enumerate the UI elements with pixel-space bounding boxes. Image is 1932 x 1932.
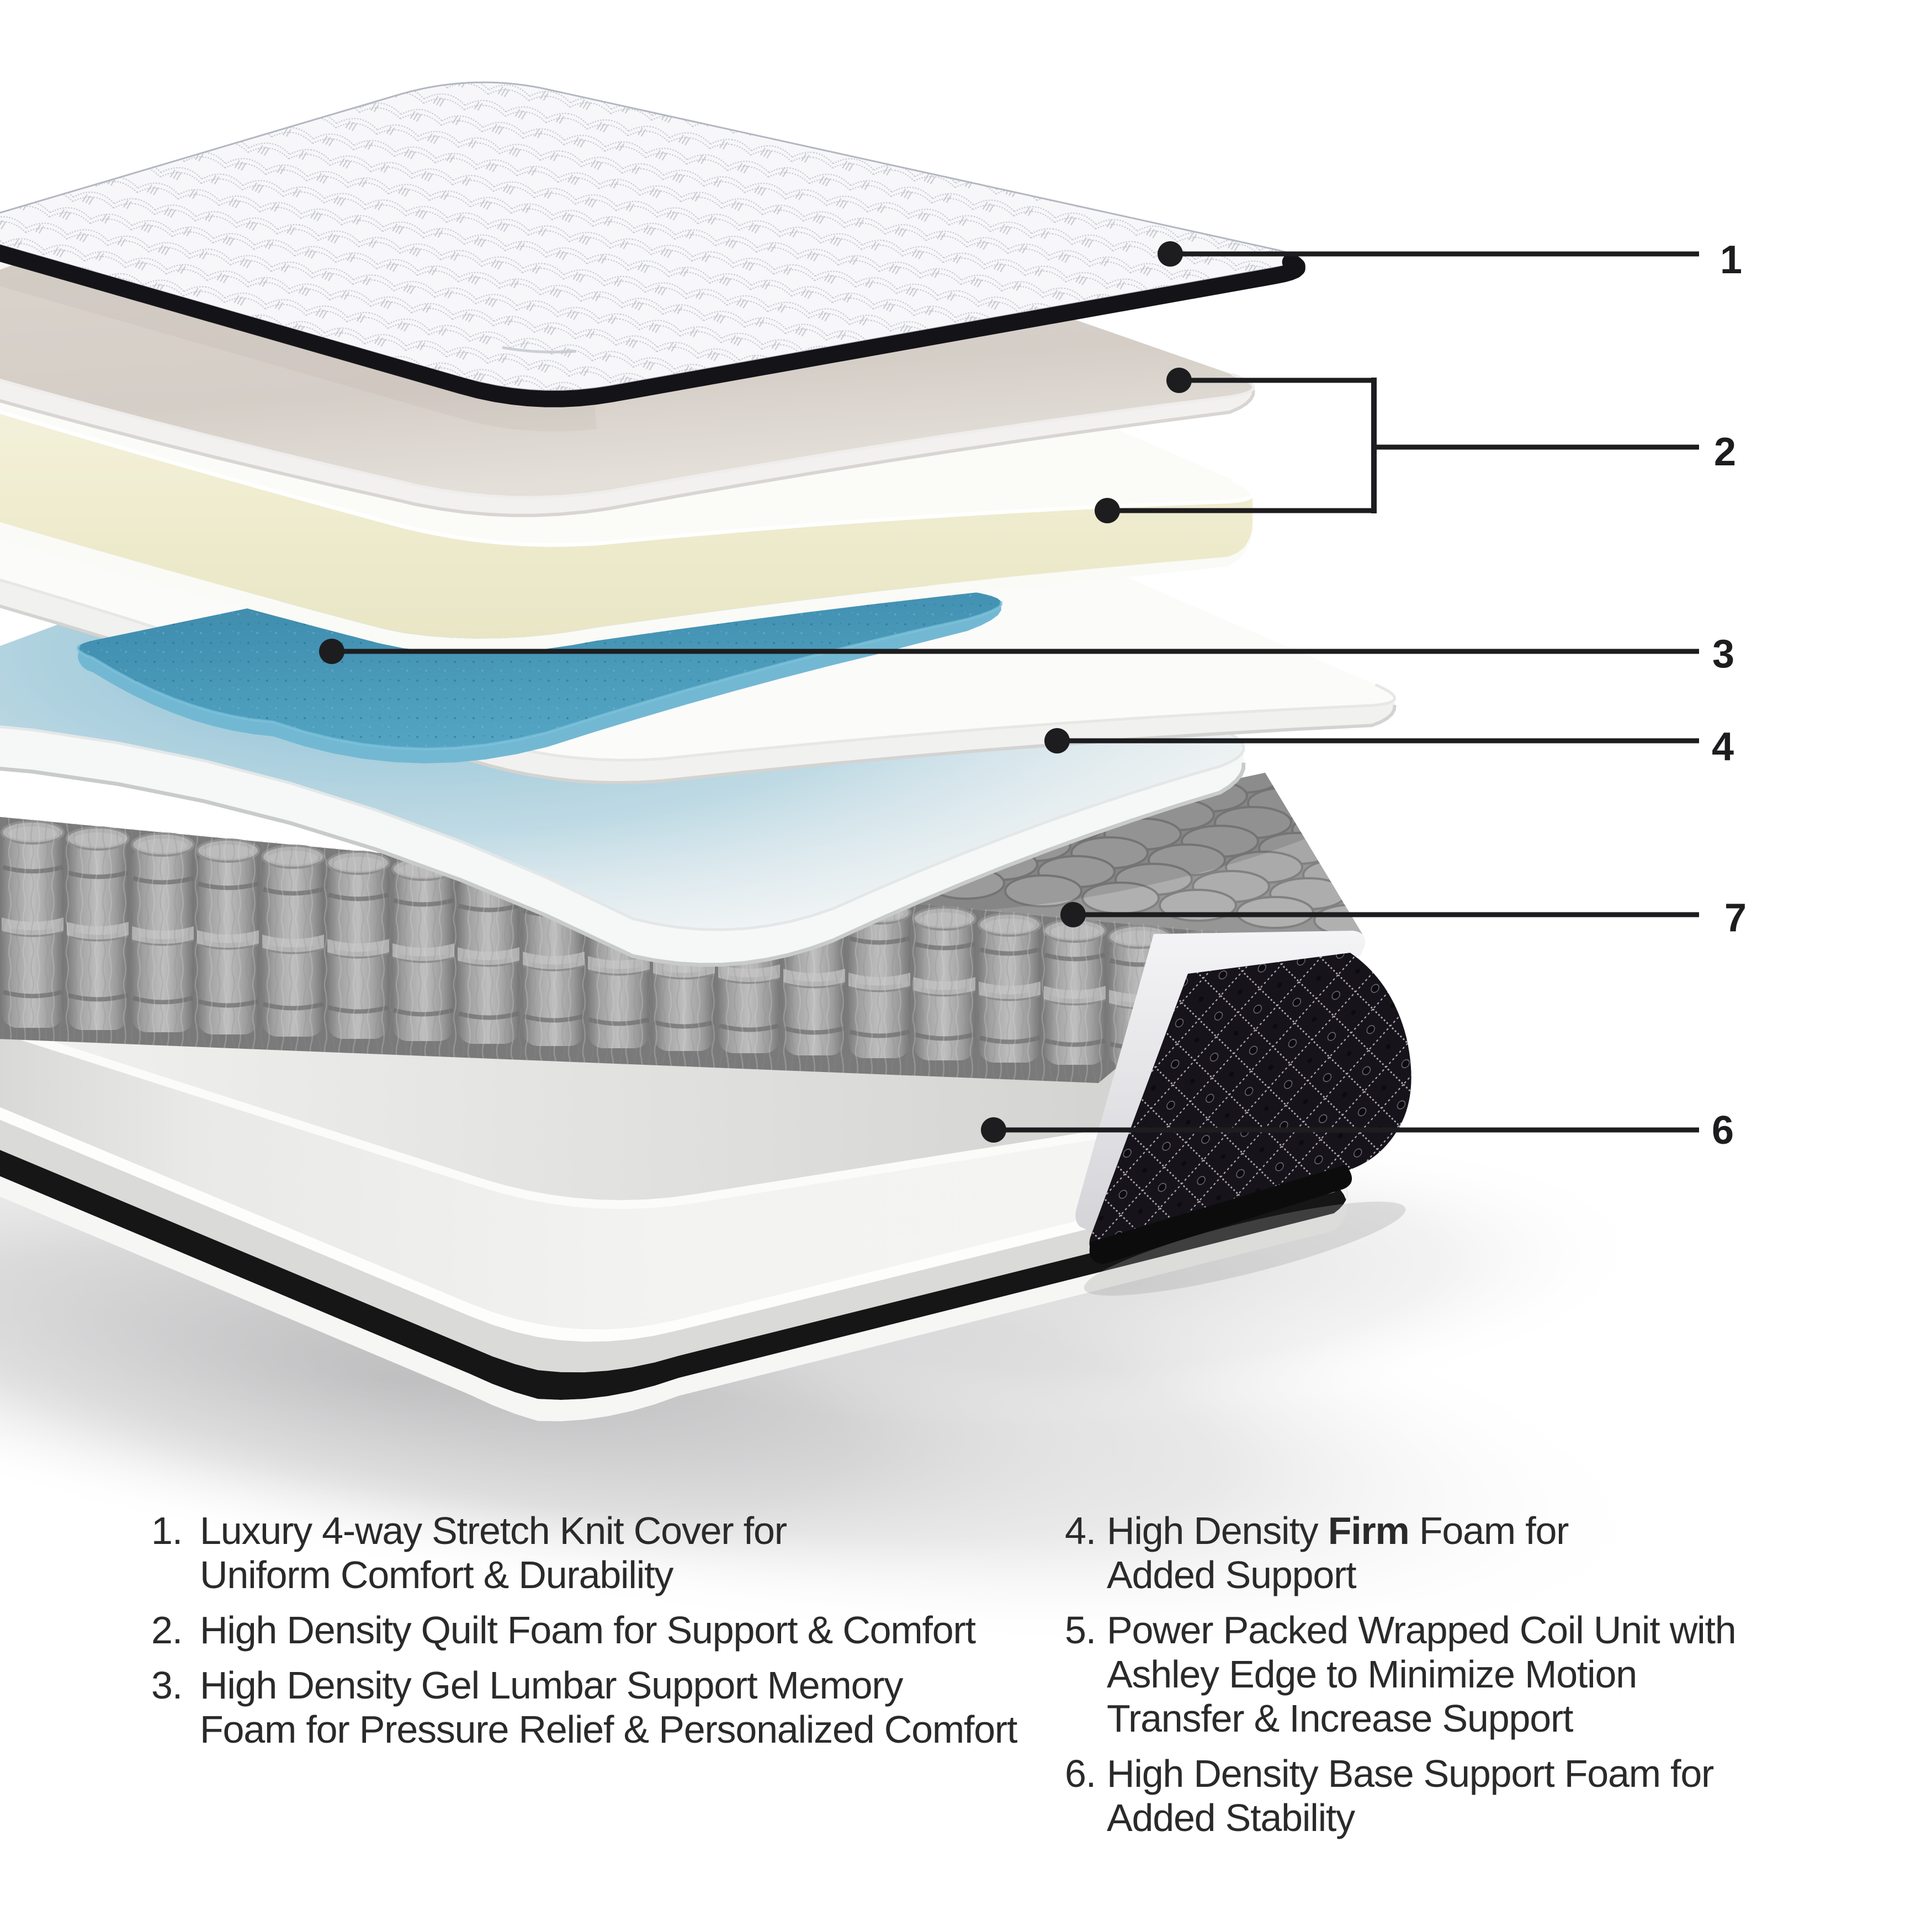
svg-text:High Density Base Support Foam: High Density Base Support Foam for	[1107, 1752, 1714, 1795]
svg-text:3.: 3.	[151, 1664, 182, 1707]
svg-text:Luxury 4-way Stretch Knit Cove: Luxury 4-way Stretch Knit Cover for	[200, 1509, 787, 1552]
svg-text:3: 3	[1712, 632, 1734, 676]
svg-text:High Density Gel Lumbar Suppor: High Density Gel Lumbar Support Memory	[200, 1664, 903, 1707]
svg-text:4.: 4.	[1065, 1509, 1096, 1552]
svg-text:1.: 1.	[151, 1509, 182, 1552]
svg-text:6: 6	[1712, 1108, 1734, 1153]
svg-text:2: 2	[1714, 430, 1736, 474]
svg-text:High Density Quilt Foam for Su: High Density Quilt Foam for Support & Co…	[200, 1609, 976, 1652]
svg-text:High Density Firm Foam for: High Density Firm Foam for	[1107, 1509, 1569, 1552]
svg-text:6.: 6.	[1065, 1752, 1096, 1795]
svg-text:Transfer & Increase Support: Transfer & Increase Support	[1107, 1697, 1573, 1740]
svg-text:Power Packed Wrapped Coil Unit: Power Packed Wrapped Coil Unit with	[1107, 1609, 1735, 1652]
svg-text:Uniform Comfort & Durability: Uniform Comfort & Durability	[200, 1553, 673, 1596]
svg-text:Added Support: Added Support	[1107, 1553, 1356, 1596]
svg-text:Foam for Pressure Relief & Per: Foam for Pressure Relief & Personalized …	[200, 1708, 1017, 1751]
svg-text:Ashley Edge to Minimize Motion: Ashley Edge to Minimize Motion	[1107, 1653, 1637, 1696]
svg-text:4: 4	[1712, 725, 1734, 769]
svg-text:Added Stability: Added Stability	[1107, 1796, 1355, 1839]
svg-text:5.: 5.	[1065, 1609, 1096, 1652]
svg-text:1: 1	[1720, 238, 1742, 282]
svg-text:7: 7	[1724, 896, 1747, 940]
svg-text:2.: 2.	[151, 1609, 182, 1652]
